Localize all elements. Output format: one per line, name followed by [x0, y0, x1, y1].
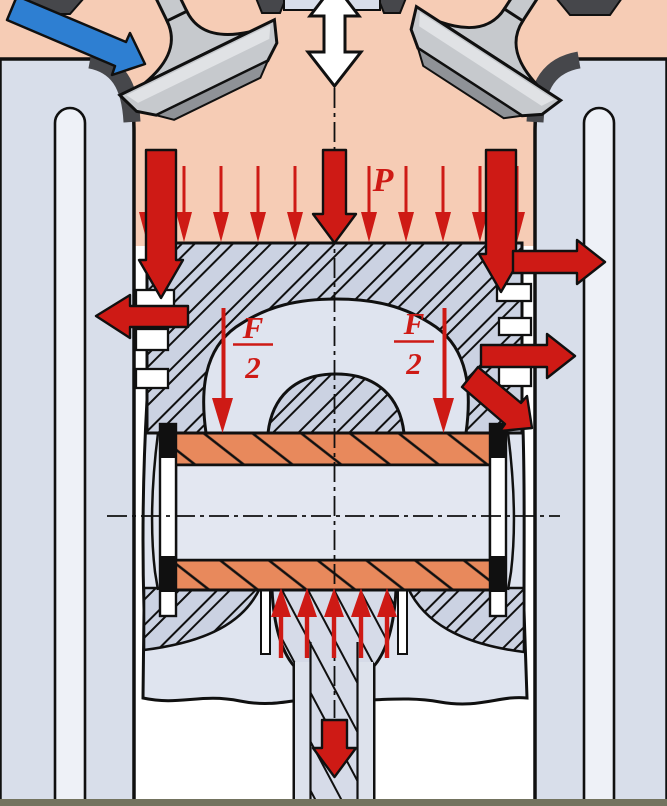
reaction-arrow	[324, 588, 344, 658]
pin-clip-right	[488, 422, 508, 618]
bottom-border	[0, 799, 667, 806]
coolant-slot-right	[582, 106, 616, 806]
pressure-arrow	[250, 166, 266, 242]
ring-grooves-right	[495, 282, 533, 388]
cylinder-right-wall	[526, 51, 667, 806]
rod-reaction-arrows	[271, 588, 397, 658]
gas-force-center-arrow	[311, 148, 358, 245]
force-fraction-right: F 2	[394, 306, 434, 381]
force-fraction-left: F 2	[233, 310, 273, 385]
skirt-inner-edge-right	[506, 432, 516, 591]
pin-boss-dome	[266, 372, 406, 435]
pin-clip-left	[158, 422, 178, 618]
ring-side-thrust-arrow-left	[94, 293, 190, 340]
rod-clearance-right	[397, 589, 408, 655]
intake-flow-arrow	[5, 0, 147, 77]
reaction-arrow	[351, 588, 371, 658]
pressure-arrow	[398, 166, 414, 242]
crown-edge-force-arrow-left	[137, 148, 185, 300]
pressure-label: P	[372, 162, 394, 199]
pin-bushing-bottom	[172, 558, 494, 592]
piston-crown-section	[145, 241, 524, 435]
coolant-slot-left	[53, 106, 87, 806]
pin-boss-force-arrow-right	[433, 308, 454, 433]
cylinder-left-wall	[0, 51, 141, 806]
svg-text:F: F	[403, 306, 425, 341]
piston-pin	[174, 463, 492, 562]
pin-bushing-top	[172, 431, 494, 467]
gas-pressure-field-arrows	[139, 166, 525, 242]
svg-text:2: 2	[405, 346, 422, 381]
svg-text:F: F	[242, 310, 264, 345]
rod-force-arrow	[311, 718, 358, 779]
connecting-rod	[270, 588, 398, 806]
reaction-arrow	[271, 588, 291, 658]
valve-motion-arrow	[304, 0, 365, 89]
pin-boss-force-arrow-left	[212, 308, 233, 433]
reaction-arrow	[297, 588, 317, 658]
ring-grooves-left	[134, 288, 176, 390]
pressure-arrow	[287, 166, 303, 242]
pressure-arrow	[213, 166, 229, 242]
pressure-arrow	[472, 166, 488, 242]
pressure-arrow	[176, 166, 192, 242]
pressure-arrow	[435, 166, 451, 242]
pin-boss-force-arrows	[212, 308, 454, 433]
rod-clearance-left	[260, 589, 271, 655]
skirt-inner-edge-left	[150, 432, 160, 591]
intake-valve	[99, 0, 279, 121]
svg-text:2: 2	[244, 350, 261, 385]
ring-side-thrust-arrow-right-lower	[479, 332, 577, 380]
force-labels: P F 2 F 2	[233, 162, 434, 385]
pressure-arrow	[361, 166, 377, 242]
exhaust-valve	[409, 0, 607, 120]
ring-side-thrust-arrow-right-upper	[511, 238, 607, 286]
reaction-arrow	[377, 588, 397, 658]
main-force-arrows	[94, 148, 607, 779]
valve-seat-left	[88, 51, 141, 123]
skirt-thrust-arrow-diagonal	[460, 365, 534, 433]
